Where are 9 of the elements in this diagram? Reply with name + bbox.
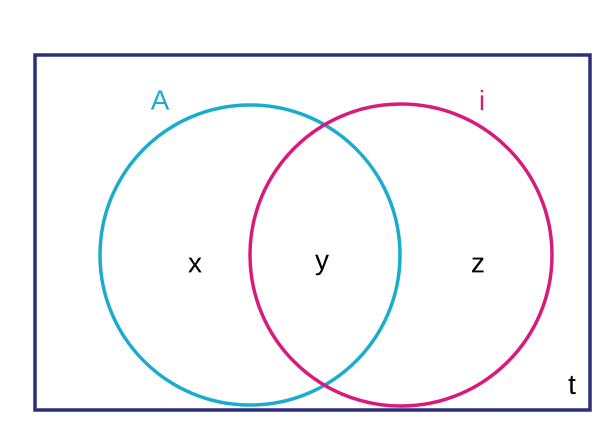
region-label: z: [472, 258, 484, 272]
region-label: y: [315, 254, 329, 276]
universal-set-rectangle: [33, 53, 592, 412]
region-label: x: [188, 258, 202, 272]
set-circle: [98, 90, 402, 407]
region-label: t: [568, 376, 576, 394]
set-label: A: [150, 90, 170, 110]
set-circle: [248, 90, 554, 408]
set-label: i: [480, 90, 484, 110]
